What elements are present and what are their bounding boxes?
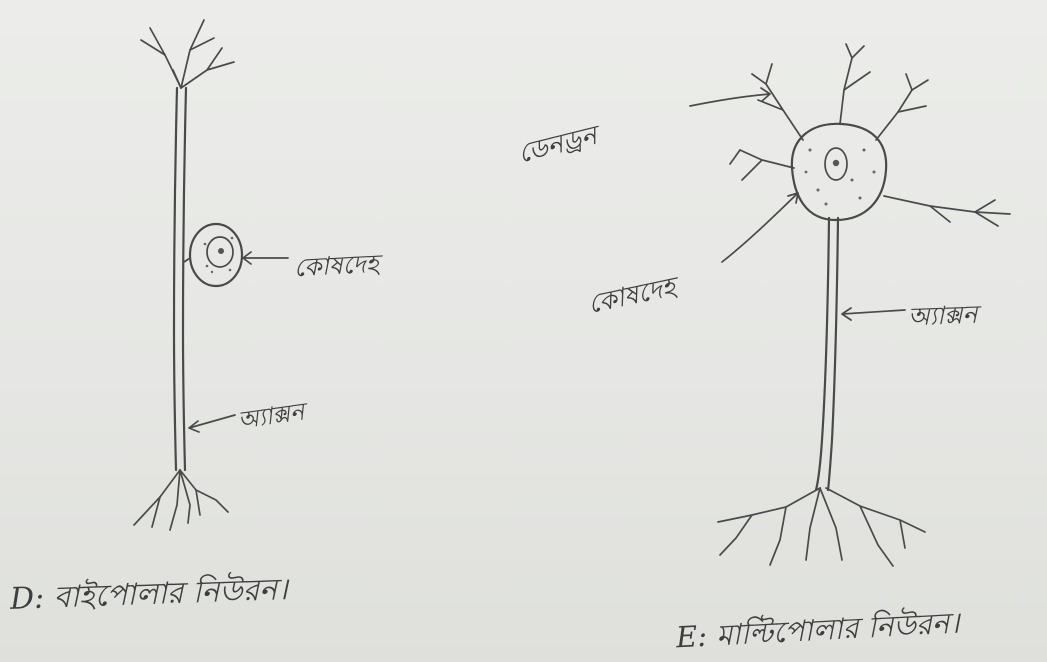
multipolar-dendrites: [730, 44, 1010, 226]
multipolar-dendrite-pointer: [690, 88, 770, 106]
bipolar-axon-terminals: [134, 470, 228, 530]
multipolar-cell-body: [792, 124, 886, 220]
bipolar-axon-shaft: [174, 88, 186, 470]
bipolar-cell-body-label: কোষদেহ: [293, 244, 380, 291]
bipolar-neuron-caption: D: বাইপোলার নিউরন।: [9, 565, 289, 626]
bipolar-neuron-drawing: [134, 20, 288, 530]
bipolar-axon-pointer: [189, 415, 235, 432]
bipolar-dendrite-branches: [141, 20, 234, 88]
bipolar-cell-body-pointer: [243, 252, 288, 264]
multipolar-axon-terminals: [718, 488, 925, 566]
multipolar-axon-label: অ্যাক্সন: [907, 295, 978, 340]
multipolar-cell-body-pointer: [722, 193, 798, 262]
multipolar-axon: [816, 218, 838, 490]
bipolar-cell-body: [184, 224, 242, 286]
multipolar-axon-pointer: [842, 308, 905, 320]
